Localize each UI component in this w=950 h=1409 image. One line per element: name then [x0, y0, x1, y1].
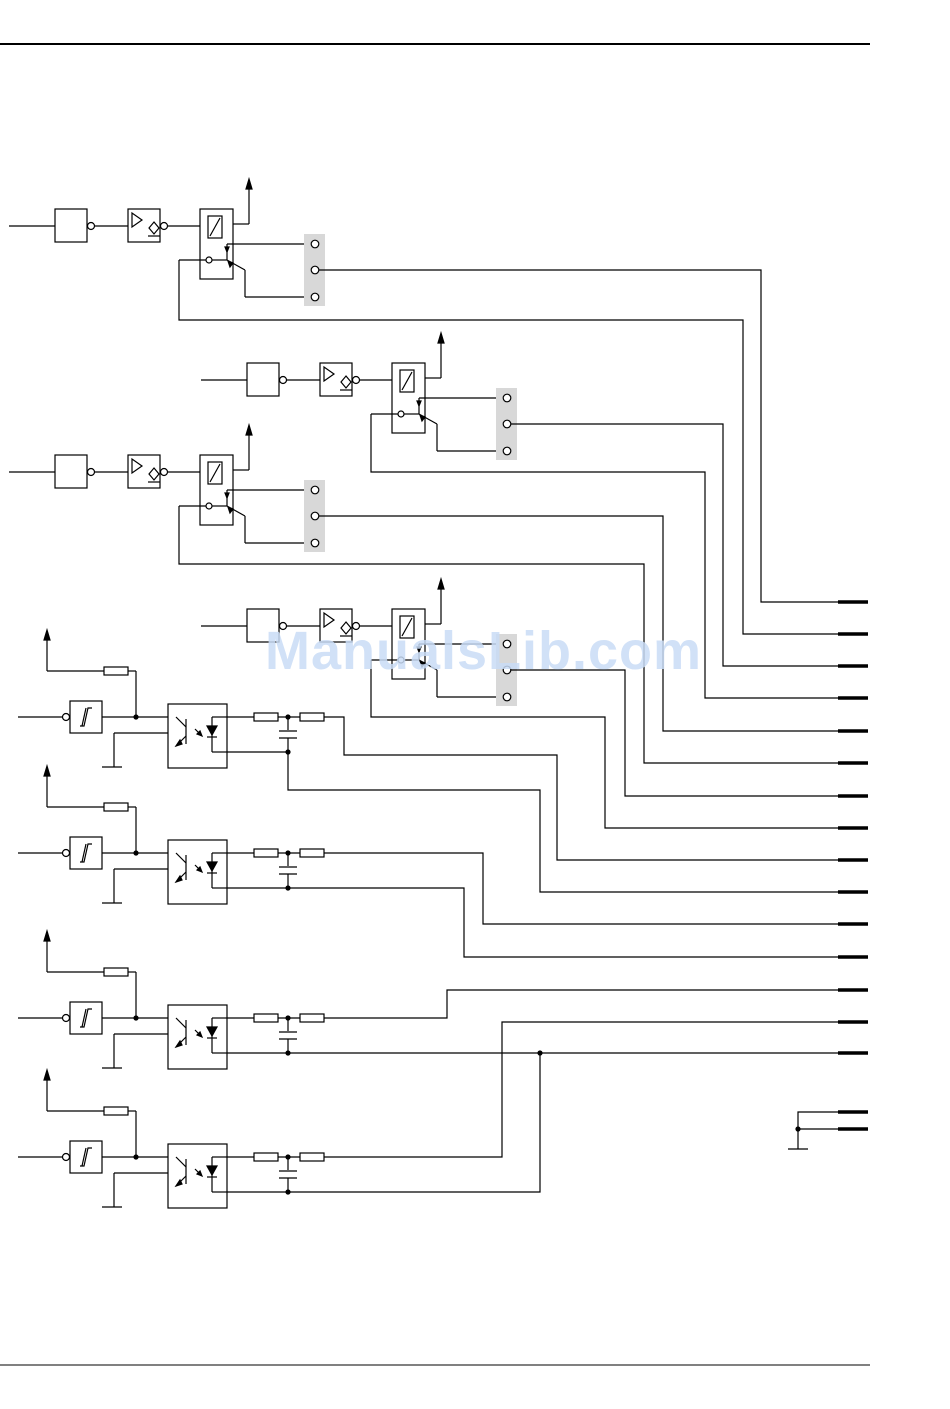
relay-channel-1 — [9, 179, 325, 306]
relay-routing-wires — [179, 260, 838, 828]
optocoupler-input-4 — [18, 1070, 324, 1208]
watermark: ManualsLib.com — [265, 620, 702, 682]
ground-icon — [788, 1112, 838, 1149]
optocoupler-routing-wires — [288, 717, 838, 1192]
optocoupler-input-2 — [18, 766, 324, 904]
connector-pins — [838, 602, 868, 1129]
optocoupler-input-3 — [18, 931, 324, 1069]
relay-channel-3 — [9, 425, 325, 552]
